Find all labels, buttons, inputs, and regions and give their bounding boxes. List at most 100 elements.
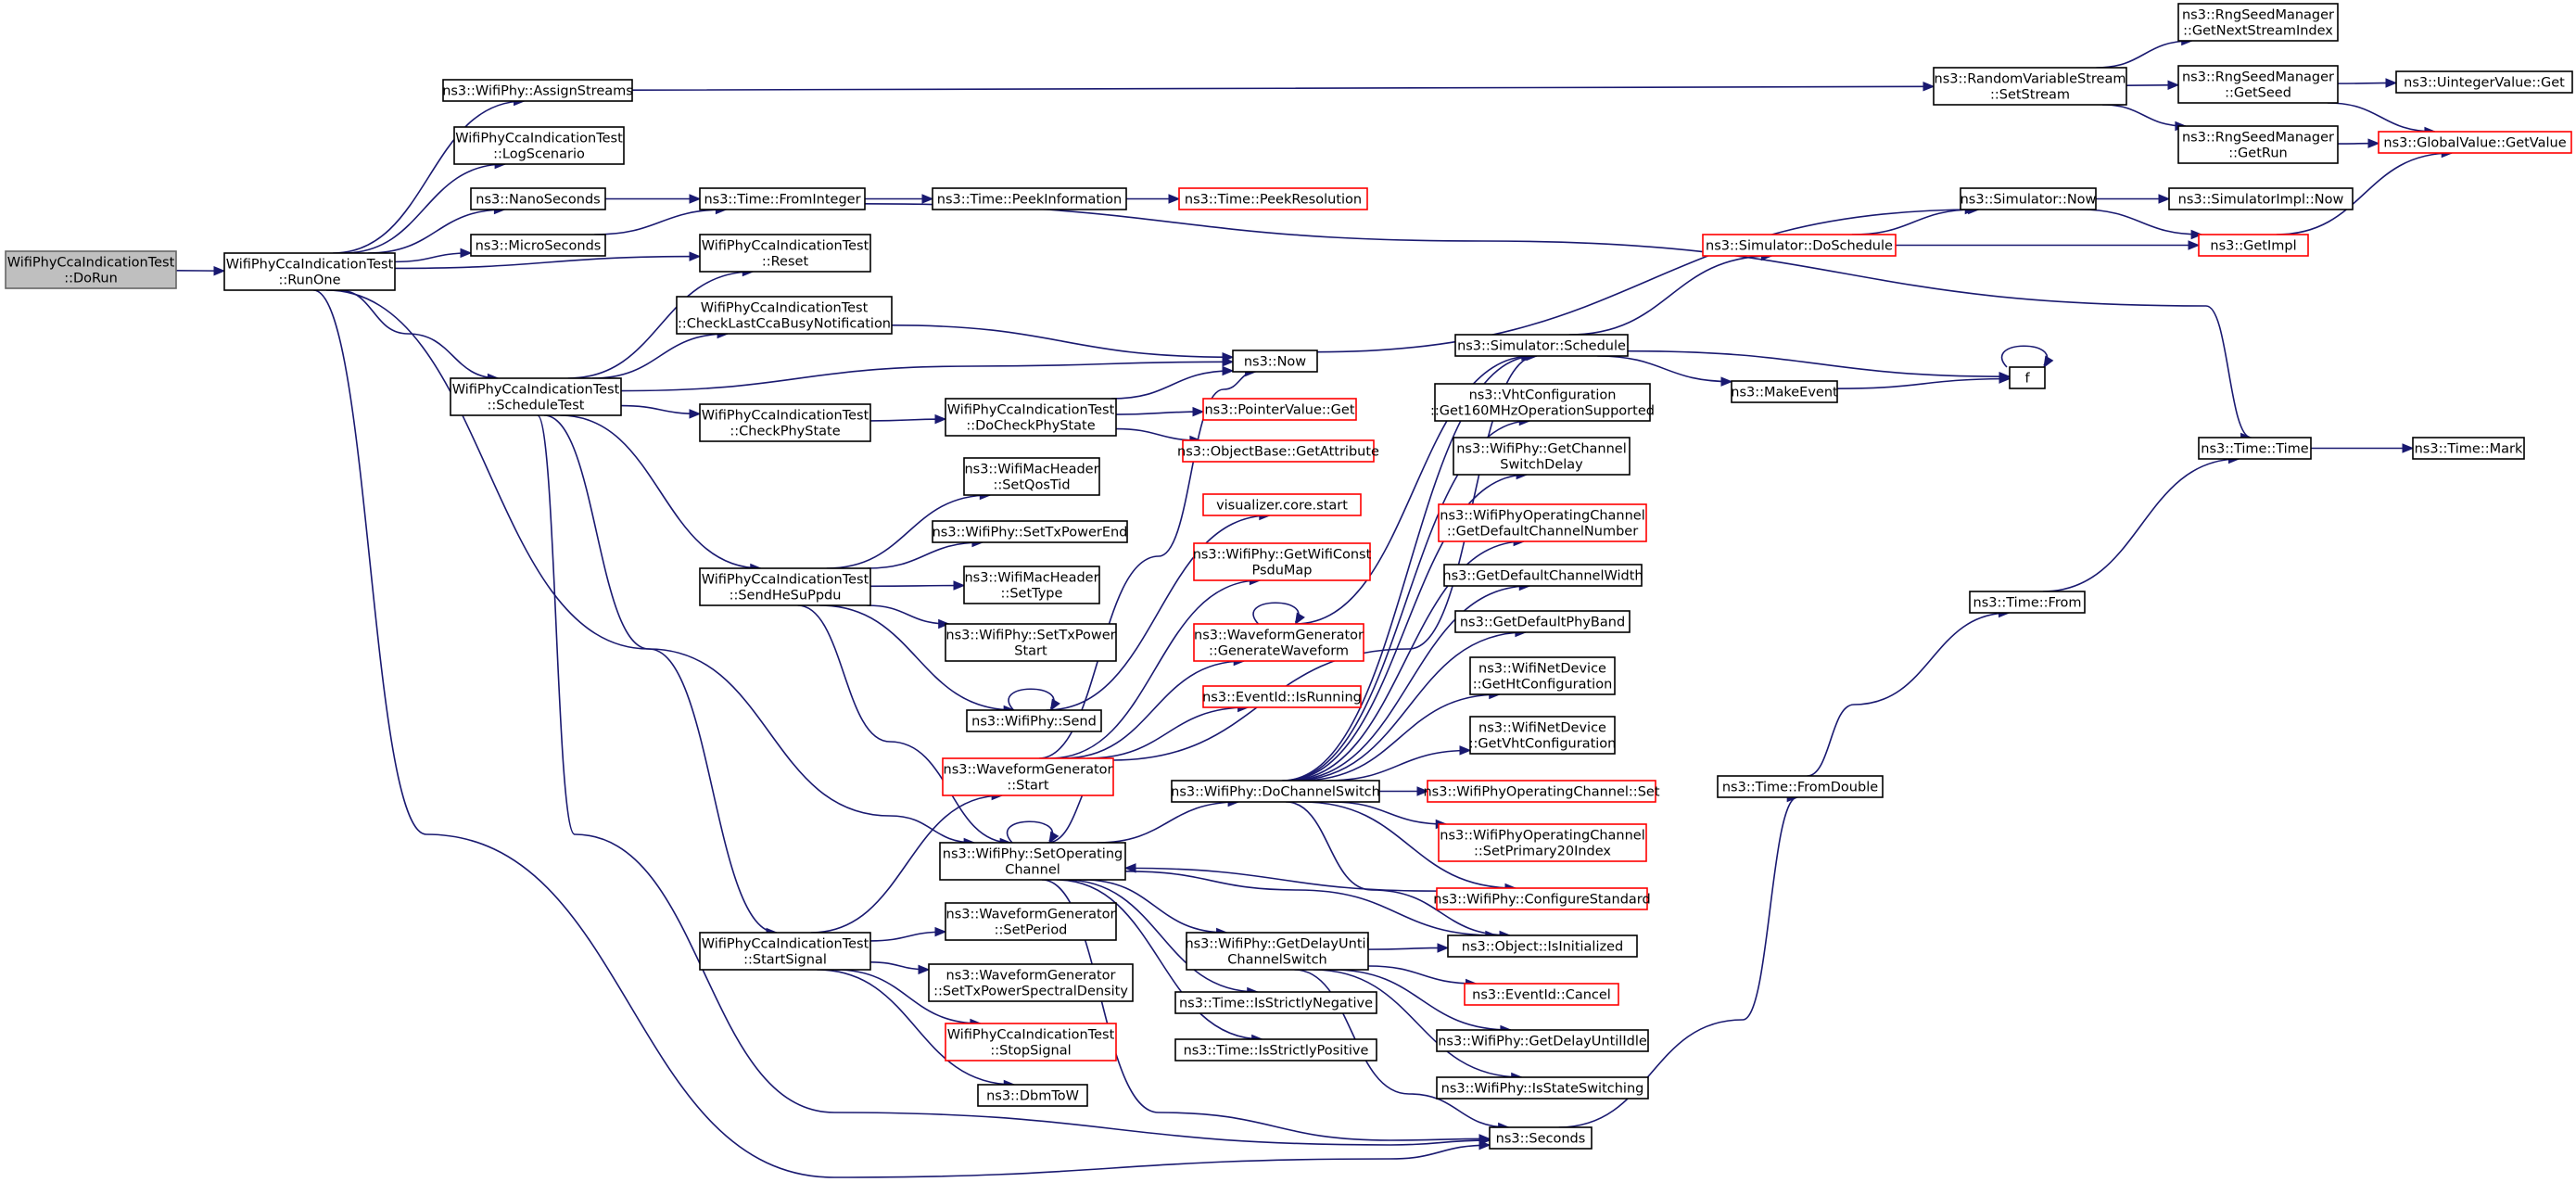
node-box[interactable] [1469,656,1616,695]
node-simsched[interactable]: ns3::Simulator::Schedule [1454,334,1629,357]
node-box[interactable] [1202,493,1362,516]
node-peekinfo[interactable]: ns3::Time::PeekInformation [932,187,1127,210]
node-settype[interactable]: ns3::WifiMacHeader::SetType [963,566,1100,604]
node-box[interactable] [2177,65,2339,104]
node-assign[interactable]: ns3::WifiPhy::AssignStreams [442,79,633,102]
node-peekres[interactable]: ns3::Time::PeekResolution [1178,187,1368,210]
node-box[interactable] [699,187,866,210]
node-box[interactable] [699,234,871,273]
node-setpsd[interactable]: ns3::WaveformGenerator::SetTxPowerSpectr… [928,963,1134,1002]
node-fromdouble[interactable]: ns3::Time::FromDouble [1717,775,1884,798]
node-micro[interactable]: ns3::MicroSeconds [470,234,606,257]
node-box[interactable] [1202,398,1357,421]
node-opset[interactable]: ns3::WifiPhyOperatingChannel::Set [1423,780,1660,803]
node-box[interactable] [2009,366,2046,389]
node-timefrom[interactable]: ns3::Time::From [1969,591,2086,614]
node-box[interactable] [1454,610,1631,633]
node-timemark[interactable]: ns3::Time::Mark [2412,437,2525,460]
node-defchw[interactable]: ns3::GetDefaultChannelWidth [1442,564,1643,587]
node-box[interactable] [450,377,622,416]
node-box[interactable] [1438,823,1647,862]
node-box[interactable] [945,1023,1117,1062]
node-timetime[interactable]: ns3::Time::Time [2198,437,2312,460]
node-box[interactable] [1174,991,1377,1014]
node-box[interactable] [1436,1076,1649,1100]
node-gvget[interactable]: ns3::GlobalValue::GetValue [2378,131,2572,154]
node-box[interactable] [5,250,177,289]
node-box[interactable] [699,567,871,606]
node-checklast[interactable]: WifiPhyCcaIndicationTest::CheckLastCcaBu… [676,296,893,335]
node-box[interactable] [1960,187,2097,210]
node-box[interactable] [453,126,625,165]
node-evrun[interactable]: ns3::EventId::IsRunning [1202,685,1362,708]
node-send[interactable]: ns3::WifiPhy::Send [966,709,1102,732]
node-box[interactable] [932,520,1128,543]
node-box[interactable] [1969,591,2086,614]
node-fromint[interactable]: ns3::Time::FromInteger [699,187,866,210]
node-box[interactable] [2378,131,2572,154]
node-vhtconf[interactable]: ns3::WifiNetDevice::GetVhtConfiguration [1469,716,1617,755]
node-box[interactable] [1186,932,1369,971]
node-box[interactable] [963,457,1100,496]
node-box[interactable] [1202,685,1362,708]
node-getattr[interactable]: ns3::ObjectBase::GetAttribute [1177,439,1379,463]
node-reset[interactable]: WifiPhyCcaIndicationTest::Reset [699,234,871,273]
node-dbm[interactable]: ns3::DbmToW [977,1084,1088,1107]
node-rvsetstream[interactable]: ns3::RandomVariableStream::SetStream [1933,67,2127,106]
node-box[interactable] [1453,437,1631,476]
node-primary20[interactable]: ns3::WifiPhyOperatingChannel::SetPrimary… [1438,823,1647,862]
node-f[interactable]: f [2009,366,2046,389]
node-vizstart[interactable]: visualizer.core.start [1202,493,1362,516]
node-htconf[interactable]: ns3::WifiNetDevice::GetHtConfiguration [1469,656,1616,695]
node-box[interactable] [1443,564,1643,587]
node-box[interactable] [1702,234,1897,257]
node-runone[interactable]: WifiPhyCcaIndicationTest::RunOne [223,252,396,291]
node-box[interactable] [939,842,1126,881]
node-box[interactable] [1171,780,1380,803]
node-box[interactable] [1438,503,1647,542]
node-box[interactable] [928,963,1134,1002]
node-stateswitch[interactable]: ns3::WifiPhy::IsStateSwitching [1436,1076,1649,1100]
node-box[interactable] [470,234,606,257]
node-getimpl[interactable]: ns3::GetImpl [2198,234,2309,257]
node-box[interactable] [699,932,871,971]
node-getrun[interactable]: ns3::RngSeedManager::GetRun [2177,125,2339,164]
node-makeevent[interactable]: ns3::MakeEvent [1731,380,1838,403]
node-box[interactable] [2177,3,2339,42]
node-sendhe[interactable]: WifiPhyCcaIndicationTest::SendHeSuPpdu [699,567,871,606]
node-delayidle[interactable]: ns3::WifiPhy::GetDelayUntilIdle [1436,1029,1649,1052]
node-logscen[interactable]: WifiPhyCcaIndicationTest::LogScenario [453,126,625,165]
node-box[interactable] [1447,934,1638,958]
node-doschedule[interactable]: ns3::Simulator::DoSchedule [1702,234,1897,257]
node-docheck[interactable]: WifiPhyCcaIndicationTest::DoCheckPhyStat… [945,398,1117,437]
node-box[interactable] [2412,437,2525,460]
node-box[interactable] [942,757,1114,796]
node-box[interactable] [1454,334,1629,357]
node-startsig[interactable]: WifiPhyCcaIndicationTest::StartSignal [699,932,871,971]
node-box[interactable] [2198,437,2312,460]
node-ptrget[interactable]: ns3::PointerValue::Get [1202,398,1357,421]
node-simnow[interactable]: ns3::Simulator::Now [1960,187,2097,210]
node-box[interactable] [1436,1029,1649,1052]
node-box[interactable] [1717,775,1884,798]
node-box[interactable] [1434,383,1651,422]
node-box[interactable] [966,709,1102,732]
node-getseed[interactable]: ns3::RngSeedManager::GetSeed [2177,65,2339,104]
node-box[interactable] [1489,1126,1593,1150]
node-vht160[interactable]: ns3::VhtConfiguration::Get160MHzOperatio… [1430,383,1655,422]
node-defband[interactable]: ns3::GetDefaultPhyBand [1454,610,1631,633]
node-checkphy[interactable]: WifiPhyCcaIndicationTest::CheckPhyState [699,403,871,442]
node-box[interactable] [945,902,1117,941]
node-dorun[interactable]: WifiPhyCcaIndicationTest::DoRun [5,250,177,289]
node-box[interactable] [1731,380,1838,403]
node-strictneg[interactable]: ns3::Time::IsStrictlyNegative [1174,991,1377,1014]
node-box[interactable] [1174,1038,1377,1062]
node-stopsig[interactable]: WifiPhyCcaIndicationTest::StopSignal [945,1023,1117,1062]
node-box[interactable] [2198,234,2309,257]
node-now[interactable]: ns3::Now [1232,350,1318,373]
node-box[interactable] [945,623,1117,662]
node-box[interactable] [963,566,1100,604]
